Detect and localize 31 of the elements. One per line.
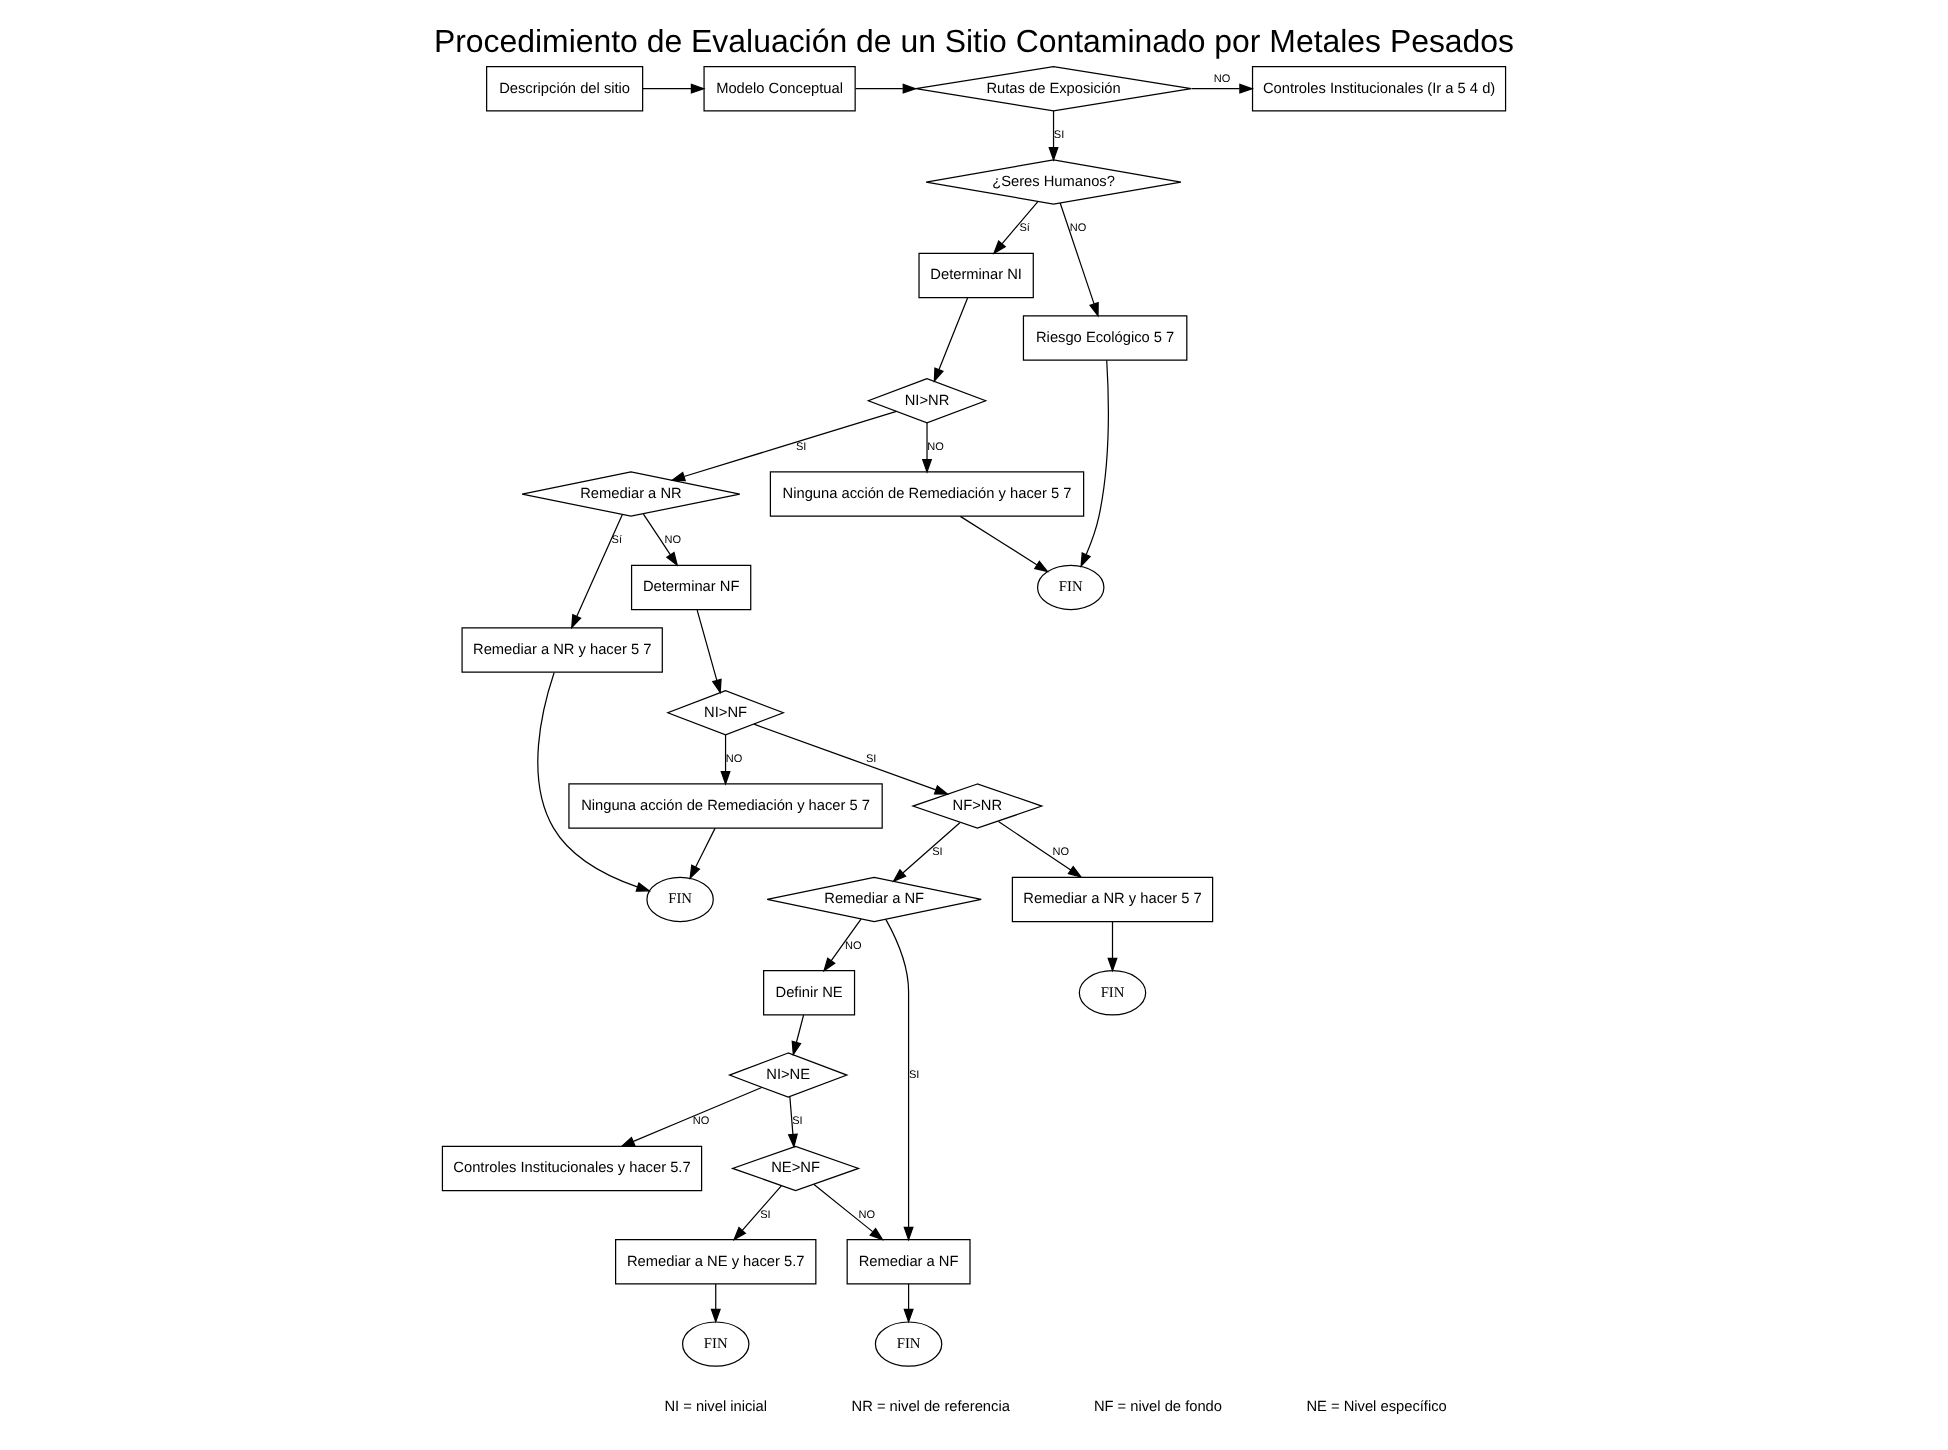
arrow	[537, 672, 652, 892]
arrow	[1059, 202, 1099, 318]
arrow	[753, 723, 950, 795]
arrow	[570, 514, 623, 630]
arrow	[885, 918, 914, 1242]
arrow	[813, 1183, 884, 1241]
arrow	[1080, 359, 1109, 568]
arrow	[787, 1096, 798, 1149]
arrow	[642, 83, 706, 94]
arrow	[689, 827, 716, 880]
arrow	[1048, 110, 1059, 162]
arrow	[997, 820, 1083, 879]
diagram-title: Procedimiento de Evaluación de un Sitio Contaminado por Metales Pesados	[433, 25, 1515, 60]
arrow	[720, 734, 731, 786]
arrow	[642, 513, 679, 567]
arrow	[670, 410, 898, 482]
arrow	[892, 822, 961, 883]
arrow	[620, 1086, 763, 1147]
arrow	[933, 297, 969, 383]
arrow	[854, 83, 918, 94]
arrow	[903, 1283, 914, 1324]
arrow	[959, 515, 1049, 573]
arrow	[921, 422, 933, 474]
arrow	[791, 1014, 805, 1057]
arrow	[732, 1185, 782, 1242]
arrow	[992, 201, 1039, 255]
arrow	[1107, 921, 1118, 973]
arrow	[710, 1283, 721, 1324]
arrow	[1190, 83, 1255, 94]
arrow	[822, 918, 862, 973]
arrow	[696, 609, 722, 695]
